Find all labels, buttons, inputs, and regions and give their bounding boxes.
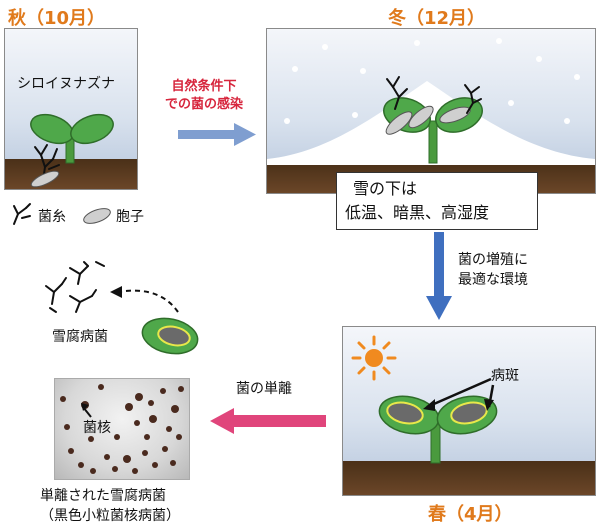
snow-conditions-box: 雪の下は 低温、暗黒、高湿度 xyxy=(336,172,538,230)
spore-icon xyxy=(82,206,112,226)
season-autumn-title: 秋（10月） xyxy=(8,4,105,30)
snow-box-line1: 雪の下は xyxy=(345,177,537,201)
arrow-isolation xyxy=(210,408,328,434)
winter-panel xyxy=(266,28,596,194)
legend-hyphae-label: 菌糸 xyxy=(38,206,66,226)
pathogen-label: 雪腐病菌 xyxy=(52,326,108,346)
dashed-arrow-to-pathogen xyxy=(108,280,188,320)
growth-label-line2: 最適な環境 xyxy=(458,270,528,290)
sclerotia-photo: 菌核 xyxy=(54,378,190,480)
infection-label: 自然条件下 での菌の感染 xyxy=(144,78,264,114)
infected-leaf-icon xyxy=(140,316,200,356)
sclerotia-dots xyxy=(55,379,189,479)
spring-panel: 病斑 xyxy=(342,326,596,496)
infection-label-line2: での菌の感染 xyxy=(144,96,264,114)
arrow-to-winter xyxy=(178,122,258,146)
legend-spore-label: 胞子 xyxy=(116,206,144,226)
arrow-to-spring xyxy=(426,232,452,320)
seedling-winter xyxy=(267,29,595,193)
hyphae-icon xyxy=(8,202,36,226)
lesion-label: 病斑 xyxy=(491,365,519,385)
sclerotia-label: 菌核 xyxy=(83,417,111,437)
result-caption: 単離された雪腐病菌 （黒色小粒菌核病菌） xyxy=(40,486,180,526)
result-caption-line2: （黒色小粒菌核病菌） xyxy=(40,506,180,526)
result-caption-line1: 単離された雪腐病菌 xyxy=(40,486,180,506)
seedling-spring xyxy=(343,327,595,495)
season-winter-title: 冬（12月） xyxy=(388,4,485,30)
infection-label-line1: 自然条件下 xyxy=(144,78,264,96)
season-spring-title: 春（4月） xyxy=(428,500,513,526)
infection-site-icon xyxy=(5,29,137,189)
growth-label-line1: 菌の増殖に xyxy=(458,250,528,270)
growth-label: 菌の増殖に 最適な環境 xyxy=(458,250,528,290)
autumn-panel: シロイヌナズナ xyxy=(4,28,138,190)
isolation-label: 菌の単離 xyxy=(236,378,292,398)
snow-box-line2: 低温、暗黒、高湿度 xyxy=(345,201,537,225)
